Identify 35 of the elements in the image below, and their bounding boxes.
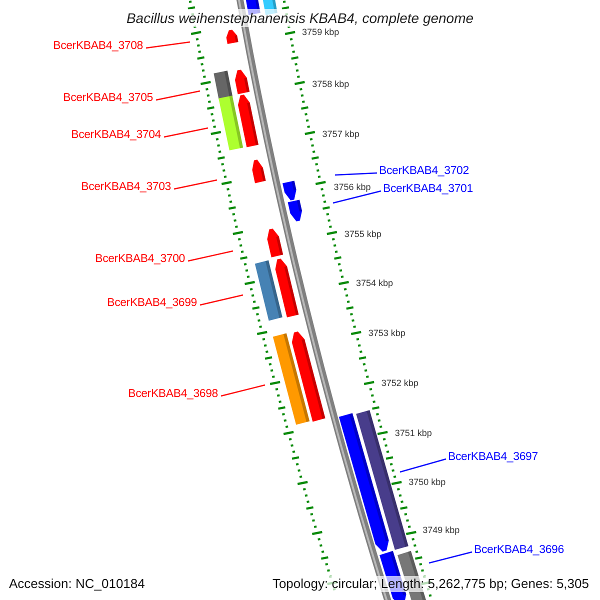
leader-line [200,294,244,306]
gene-label: BcerKBAB4_3698 [128,387,218,402]
leader-line [174,179,218,190]
gene-label: BcerKBAB4_3700 [95,252,185,267]
accession-label: Accession: NC_010184 [9,576,145,592]
leader-line [428,551,472,564]
leader-line [156,90,200,101]
scale-label: 3752 kbp [381,378,418,388]
gene-label: BcerKBAB4_3696 [474,543,564,558]
gene-label: BcerKBAB4_3702 [379,164,469,179]
leader-line [220,384,266,397]
scale-label: 3751 kbp [394,428,432,438]
leader-line [188,250,234,262]
gene-label: BcerKBAB4_3699 [107,296,197,311]
leader-line [400,458,446,473]
scale-label: 3753 kbp [368,328,406,338]
gene-label: BcerKBAB4_3705 [63,91,153,106]
scale-label: 3749 kbp [422,525,460,535]
gene-label: BcerKBAB4_3704 [71,128,161,143]
scale-label: 3750 kbp [408,477,446,487]
leader-line [146,41,190,49]
gene-label: BcerKBAB4_3701 [383,182,473,197]
genome-stats: Topology: circular; Length: 5,262,775 bp; Genes: 5,305 [270,576,591,592]
leader-line [334,172,378,176]
leader-line [164,127,208,138]
scale-label: 3758 kbp [312,79,350,89]
gene-label: BcerKBAB4_3697 [448,450,538,465]
scale-label: 3755 kbp [344,229,382,239]
gene-label: BcerKBAB4_3703 [81,180,171,195]
scale-label: 3757 kbp [322,129,360,139]
leader-line [332,190,382,204]
scale-label: 3754 kbp [356,278,394,288]
gene-label: BcerKBAB4_3708 [53,39,143,54]
scale-label: 3756 kbp [334,182,371,192]
scale-label: 3759 kbp [302,27,340,37]
